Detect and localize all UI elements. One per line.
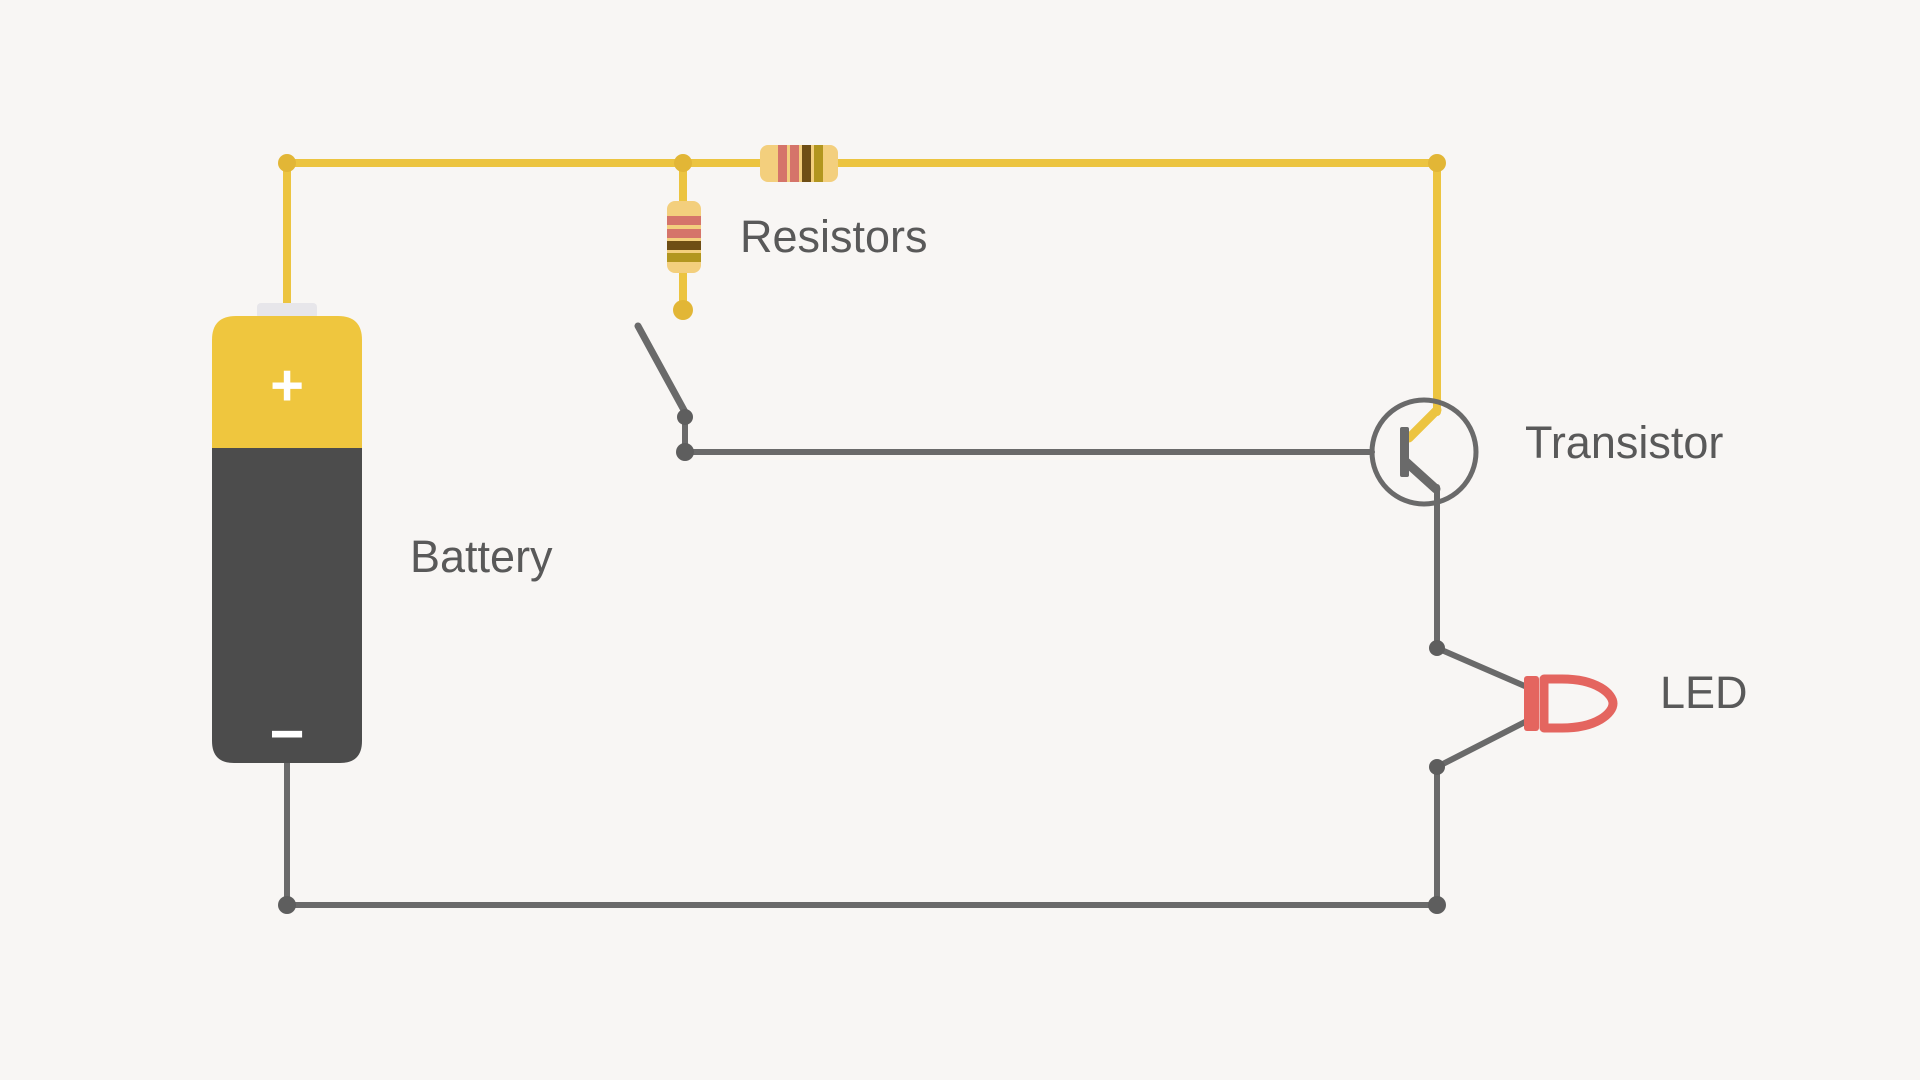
junction-dot-top-left — [278, 154, 296, 172]
junction-dot-bottom-left — [278, 896, 296, 914]
junction-dot-led-top — [1429, 640, 1445, 656]
resistor-vertical — [667, 201, 701, 273]
led-cathode-bar — [1524, 676, 1539, 731]
battery-negative-sign: − — [269, 700, 304, 767]
switch-symbol — [634, 322, 694, 461]
resistor-band — [790, 145, 799, 182]
battery-cap — [257, 303, 317, 319]
transistor-emitter — [1400, 456, 1441, 494]
resistor-band — [814, 145, 823, 182]
switch-open-terminal-dot — [673, 300, 693, 320]
battery-positive-section — [212, 316, 362, 449]
switch-lever — [634, 322, 689, 416]
negative-wire — [278, 414, 1530, 914]
transistor-circle — [1369, 397, 1479, 507]
resistor-horizontal — [760, 145, 838, 182]
battery-positive-sign: + — [270, 353, 304, 418]
junction-dot-resistor-branch — [674, 154, 692, 172]
transistor-base-bar — [1400, 427, 1409, 477]
resistor-band — [667, 241, 701, 250]
positive-wire — [278, 154, 1446, 416]
led-anode-lead — [1434, 645, 1530, 690]
resistor-band — [802, 145, 811, 182]
led-symbol — [1524, 674, 1618, 733]
resistor-band — [667, 216, 701, 225]
battery-negative-section — [212, 448, 362, 763]
positive-wire-path — [283, 159, 1441, 416]
led-label: LED — [1660, 667, 1748, 718]
base-wire-path — [682, 414, 1375, 455]
switch-base-node-dot — [676, 443, 694, 461]
battery-symbol: + − — [212, 303, 362, 767]
led-cathode-lead — [1434, 718, 1530, 770]
transistor-collector — [1404, 405, 1442, 443]
resistor-band — [778, 145, 787, 182]
switch-pivot-dot — [677, 409, 693, 425]
battery-label: Battery — [410, 531, 553, 582]
resistor-band — [667, 229, 701, 238]
led-dome — [1539, 674, 1618, 733]
junction-dot-top-right — [1428, 154, 1446, 172]
resistors-label: Resistors — [740, 211, 928, 262]
transistor-symbol — [1369, 397, 1479, 507]
resistor-band — [667, 253, 701, 262]
junction-dot-led-bottom — [1429, 759, 1445, 775]
transistor-label: Transistor — [1525, 417, 1724, 468]
return-wire-path — [284, 760, 1440, 908]
junction-dot-bottom-right — [1428, 896, 1446, 914]
